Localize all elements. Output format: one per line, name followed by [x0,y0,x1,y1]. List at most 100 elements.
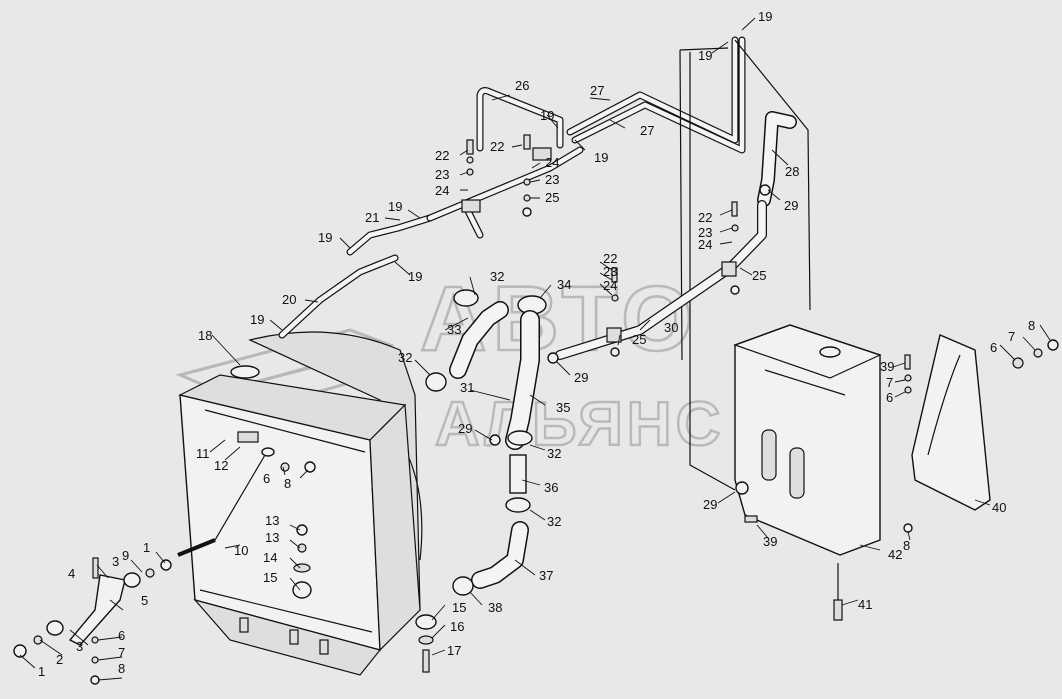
callout-36: 36 [544,480,558,495]
callout-27a: 27 [590,83,604,98]
bolt-39b [744,515,758,523]
washer-2 [33,635,43,645]
bolt [611,267,618,283]
callout-1b: 1 [143,540,150,555]
callout-7b: 7 [886,375,893,390]
callout-23a: 23 [435,167,449,182]
callout-22a: 22 [435,148,449,163]
radiator-side-tank [369,403,421,652]
radiator-bracket-tab [319,639,329,655]
callout-23b: 23 [545,172,559,187]
washer-7c [1033,348,1043,358]
sight-window [761,429,777,481]
callout-11: 11 [196,446,210,461]
callout-16: 16 [450,619,464,634]
washer [731,224,739,232]
washer [611,294,619,302]
bolt-39a [904,354,911,370]
clamp-29a [759,184,771,196]
nut-8a [90,675,100,685]
callout-7c: 7 [1008,329,1015,344]
rubber-pad-15 [292,581,312,599]
callout-22d: 22 [603,251,617,266]
callout-14: 14 [263,550,277,565]
callout-19c: 19 [408,269,422,284]
washer-6d [1012,357,1024,369]
rubber-pad-3 [46,620,64,636]
callout-34: 34 [557,277,571,292]
mount-bracket [237,431,259,443]
callout-37: 37 [539,568,553,583]
callout-8: 8 [118,661,125,676]
callout-39b: 39 [763,534,777,549]
washer-7b [904,374,912,382]
rubber-pad-15b [415,614,437,630]
callout-19h: 19 [698,48,712,63]
nut-8b [304,461,316,473]
callout-22b: 22 [490,139,504,154]
callout-32c: 32 [547,446,561,461]
callout-8d: 8 [903,538,910,553]
tie-rod-thread [177,538,216,557]
bolt [523,134,531,150]
callout-7: 7 [118,645,125,660]
nut-13a [296,524,308,536]
callout-23d: 23 [603,264,617,279]
radiator-frame-lines [199,409,373,633]
callout-24a: 24 [435,183,449,198]
washer-6b [280,462,290,472]
pipes-lower [425,289,547,596]
callout-20: 20 [282,292,296,307]
callout-2: 2 [56,652,63,667]
long-line [679,47,736,491]
callout-9: 9 [122,548,129,563]
callout-40: 40 [992,500,1006,515]
callout-22c: 22 [698,210,712,225]
callout-1: 1 [38,664,45,679]
leader-lines [19,17,1051,681]
callout-30: 30 [664,320,678,335]
callout-42: 42 [888,547,902,562]
callout-13b: 13 [265,530,279,545]
callout-33: 33 [447,322,461,337]
clamp-bracket [606,327,622,343]
washer-16 [418,635,434,645]
callout-24b: 24 [545,155,559,170]
callout-5: 5 [141,593,148,608]
washer-6a [91,636,99,644]
rubber-pad-3b [123,572,141,588]
washer-7a [91,656,99,664]
callout-29a: 29 [784,198,798,213]
callout-32b: 32 [398,350,412,365]
callout-25c: 25 [632,332,646,347]
hose-36 [509,454,527,494]
nut-8d [903,523,913,533]
bolt [731,201,738,217]
callout-19a: 19 [250,312,264,327]
mount-bracket-5 [68,574,126,646]
radiator-bracket-tab [239,617,249,633]
callout-35: 35 [556,400,570,415]
callout-4: 4 [68,566,75,581]
callout-19e: 19 [540,108,554,123]
expansion-tank-top [733,324,882,379]
callout-13a: 13 [265,513,279,528]
clamp-29d [735,481,749,495]
callout-21: 21 [365,210,379,225]
clamp-29b [547,352,559,364]
nut-1 [13,644,27,658]
tank-bracket-cutout [927,354,961,456]
callout-8c: 8 [1028,318,1035,333]
callout-26: 26 [515,78,529,93]
callout-32a: 32 [490,269,504,284]
clamp-bracket [461,199,481,213]
callout-19b: 19 [318,230,332,245]
nut-1b [160,559,172,571]
tank-bracket-40 [911,334,991,511]
pipe-20 [278,254,399,339]
callout-19g: 19 [758,9,772,24]
washer-14 [293,563,311,573]
clamp-32b [425,372,447,392]
